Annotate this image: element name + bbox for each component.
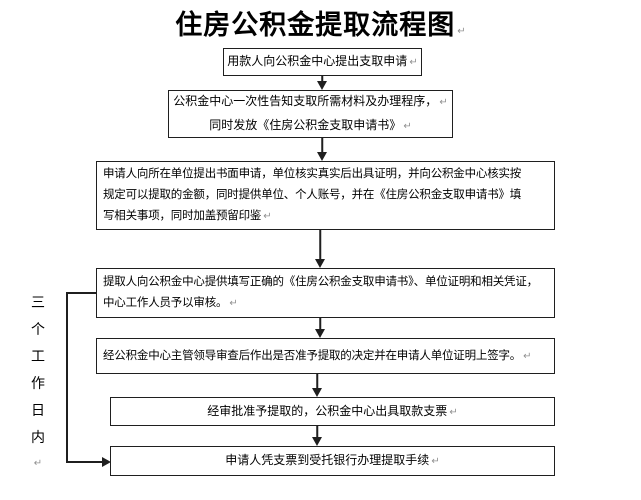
arrow-shaft [321,138,323,154]
arrow-down-icon [312,437,322,446]
flow-step-2-line-2: 同时发放《住房公积金支取申请书》 [209,118,402,132]
paragraph-mark: ↵ [523,350,532,362]
page-title: 住房公积金提取流程图↵ [0,3,641,42]
arrow-down-icon [317,81,327,90]
paragraph-mark: ↵ [439,97,448,108]
flow-step-4-review-box: 提取人向公积金中心提供填写正确的《住房公积金支取申请书》、单位证明和相关凭证， … [96,268,555,318]
bracket-vertical-segment [66,292,68,462]
flow-step-3-line-1: 申请人向所在单位提出书面申请，单位核实真实后出具证明，并向公积金中心核实按 [103,168,522,180]
arrow-shaft [316,374,318,390]
arrow-down-icon [315,259,325,268]
flow-step-3-line-2: 规定可以提取的金额，同时提供单位、个人账号，并在《住房公积金支取申请书》填 [103,189,522,201]
flow-step-text: 中心工作人员予以审核。↵ [103,293,238,314]
side-label-three-working-days: 三个工作日内 ↵ [29,295,47,471]
flow-step-text: 经公积金中心主管领导审查后作出是否准予提取的决定并在申请人单位证明上签字。↵ [103,346,532,367]
side-label-char: 内 [31,429,45,445]
flow-step-6-line-1: 经审批准予提取的，公积金中心出具取款支票 [207,403,448,418]
paragraph-mark: ↵ [229,298,238,309]
paragraph-mark: ↵ [263,211,272,222]
flow-step-5-decision-box: 经公积金中心主管领导审查后作出是否准予提取的决定并在申请人单位证明上签字。↵ [96,338,555,374]
side-label-char: 三 [31,294,45,310]
flow-step-text: 提取人向公积金中心提供填写正确的《住房公积金支取申请书》、单位证明和相关凭证， [103,272,538,293]
flow-arrow-5 [311,374,323,397]
page-title-text: 住房公积金提取流程图 [175,10,456,40]
flow-step-text: 写相关事项，同时加盖预留印鉴↵ [103,206,272,227]
paragraph-mark: ↵ [33,458,43,469]
flow-arrow-4 [314,318,326,338]
arrow-down-icon [315,329,325,338]
arrow-shaft [319,318,321,331]
arrow-down-icon [317,152,327,161]
arrow-shaft [319,230,321,261]
flow-step-text: 同时发放《住房公积金支取申请书》↵ [209,114,411,138]
flow-arrow-1 [316,76,328,90]
arrow-right-icon [102,457,111,467]
flow-step-2-line-1: 公积金中心一次性告知支取所需材料及办理程序， [173,94,438,108]
side-label-char: 个 [31,321,45,337]
paragraph-mark: ↵ [449,406,458,418]
paragraph-mark: ↵ [403,121,412,132]
flow-step-text: 规定可以提取的金额，同时提供单位、个人账号，并在《住房公积金支取申请书》填 [103,185,521,206]
paragraph-mark: ↵ [409,57,418,68]
flow-step-7-line-1: 申请人凭支票到受托银行办理提取手续 [225,453,430,467]
flow-step-text: 经审批准予提取的，公积金中心出具取款支票↵ [207,400,457,424]
flow-step-7-bank-box: 申请人凭支票到受托银行办理提取手续↵ [110,446,555,476]
arrow-shaft [321,76,323,83]
flow-step-text: 申请人向所在单位提出书面申请，单位核实真实后出具证明，并向公积金中心核实按 [103,164,521,185]
flow-step-1-apply-box: 用款人向公积金中心提出支取申请↵ [223,48,422,76]
flow-arrow-6 [311,426,323,446]
flow-arrow-2 [316,138,328,161]
flow-step-text: 申请人凭支票到受托银行办理提取手续↵ [225,449,439,473]
paragraph-mark: ↵ [431,456,440,467]
bracket-top-segment [66,292,96,294]
side-label-char: 作 [31,375,45,391]
flow-step-4-line-2: 中心工作人员予以审核。 [103,297,228,309]
arrow-shaft [316,426,318,439]
flow-step-5-line-1: 经公积金中心主管领导审查后作出是否准予提取的决定并在申请人单位证明上签字。 [103,349,522,362]
flow-step-text: 用款人向公积金中心提出支取申请↵ [227,50,417,74]
side-label-char: 工 [31,348,45,364]
flow-step-text: 公积金中心一次性告知支取所需材料及办理程序，↵ [173,90,447,114]
flow-step-3-unit-application-box: 申请人向所在单位提出书面申请，单位核实真实后出具证明，并向公积金中心核实按 规定… [96,161,555,230]
flow-step-6-cheque-box: 经审批准予提取的，公积金中心出具取款支票↵ [110,397,555,426]
arrow-down-icon [312,388,322,397]
flow-step-4-line-1: 提取人向公积金中心提供填写正确的《住房公积金支取申请书》、单位证明和相关凭证， [103,276,538,288]
flow-step-2-inform-box: 公积金中心一次性告知支取所需材料及办理程序，↵ 同时发放《住房公积金支取申请书》… [168,90,453,138]
flow-step-1-line-1: 用款人向公积金中心提出支取申请 [227,54,408,68]
flow-arrow-3 [314,230,326,268]
flow-step-3-line-3: 写相关事项，同时加盖预留印鉴 [103,210,262,222]
paragraph-mark: ↵ [457,26,466,37]
side-label-char: 日 [31,402,45,418]
bracket-bottom-segment [66,461,103,463]
